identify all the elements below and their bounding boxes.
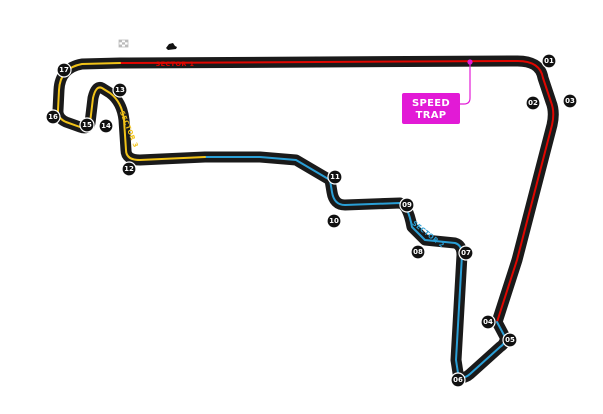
speed-trap-badge: SPEED TRAP <box>402 93 460 124</box>
svg-text:05: 05 <box>505 336 515 344</box>
turn-marker-14: 14 <box>98 118 114 134</box>
chequered-flag-icon <box>118 39 129 48</box>
turn-marker-17: 17 <box>56 62 72 78</box>
turn-marker-04: 04 <box>480 314 496 330</box>
svg-text:15: 15 <box>82 121 92 129</box>
svg-text:16: 16 <box>48 113 58 121</box>
svg-text:06: 06 <box>453 376 463 384</box>
svg-text:01: 01 <box>544 57 554 65</box>
turn-marker-08: 08 <box>410 244 426 260</box>
speed-trap-line1: SPEED <box>412 98 450 109</box>
speed-trap-line2: TRAP <box>416 110 447 121</box>
svg-text:17: 17 <box>59 66 69 74</box>
svg-text:10: 10 <box>329 217 339 225</box>
turn-marker-11: 11 <box>327 169 343 185</box>
turn-marker-05: 05 <box>502 332 518 348</box>
turn-marker-09: 09 <box>399 197 415 213</box>
turn-marker-02: 02 <box>525 95 541 111</box>
svg-text:08: 08 <box>413 248 423 256</box>
svg-text:13: 13 <box>115 86 125 94</box>
turn-marker-10: 10 <box>326 213 342 229</box>
car-silhouette-icon <box>166 43 177 50</box>
svg-text:03: 03 <box>565 97 575 105</box>
turn-marker-03: 03 <box>562 93 578 109</box>
turn-marker-01: 01 <box>541 53 557 69</box>
track-outline <box>52 55 559 383</box>
svg-text:14: 14 <box>101 122 111 130</box>
svg-text:12: 12 <box>124 165 134 173</box>
sector-3-line <box>56 62 206 161</box>
turn-marker-07: 07 <box>458 245 474 261</box>
svg-text:11: 11 <box>330 173 340 181</box>
turn-marker-06: 06 <box>450 372 466 388</box>
sector-1-line <box>119 59 555 323</box>
svg-text:07: 07 <box>461 249 471 257</box>
svg-text:04: 04 <box>483 318 493 326</box>
sector-2-line <box>204 156 507 379</box>
sector-1-label: SECTOR 1 <box>156 60 195 68</box>
turn-marker-16: 16 <box>45 109 61 125</box>
speed-trap-marker <box>460 59 473 105</box>
turn-marker-13: 13 <box>112 82 128 98</box>
turn-marker-15: 15 <box>79 117 95 133</box>
turn-marker-12: 12 <box>121 161 137 177</box>
svg-text:09: 09 <box>402 201 412 209</box>
svg-text:02: 02 <box>528 99 538 107</box>
